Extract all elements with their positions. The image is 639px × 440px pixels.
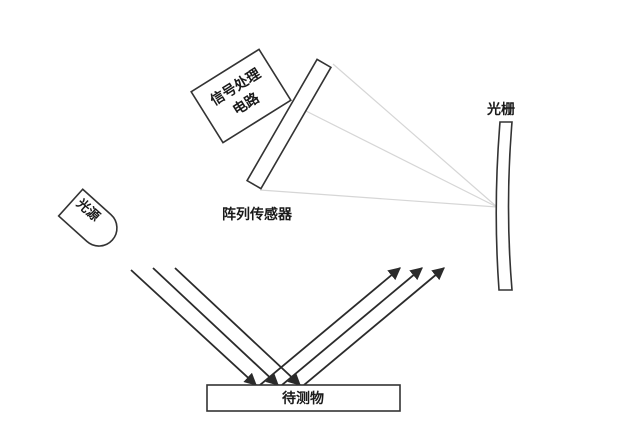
diffracted-rays [259,63,498,208]
diffracted-ray-3 [259,189,498,208]
test-object-label: 待测物 [282,390,324,407]
reflected-rays [259,267,445,386]
reflected-ray-3 [303,267,445,386]
incident-ray-1 [130,269,257,386]
signal-processing-circuit: 信号处理 电路 [190,48,292,144]
test-object: 待测物 [206,384,401,412]
reflected-ray-2 [281,267,423,386]
light-source: 光源 [57,188,118,247]
incident-ray-2 [152,267,279,386]
grating [495,121,513,291]
diffracted-ray-2 [299,107,498,208]
array-sensor [245,58,333,190]
reflected-ray-1 [259,267,401,386]
array-sensor-label: 阵列传感器 [222,206,293,223]
incident-ray-3 [174,267,301,386]
grating-label: 光栅 [486,101,515,118]
incident-rays [130,267,301,386]
diffracted-ray-1 [332,63,498,208]
